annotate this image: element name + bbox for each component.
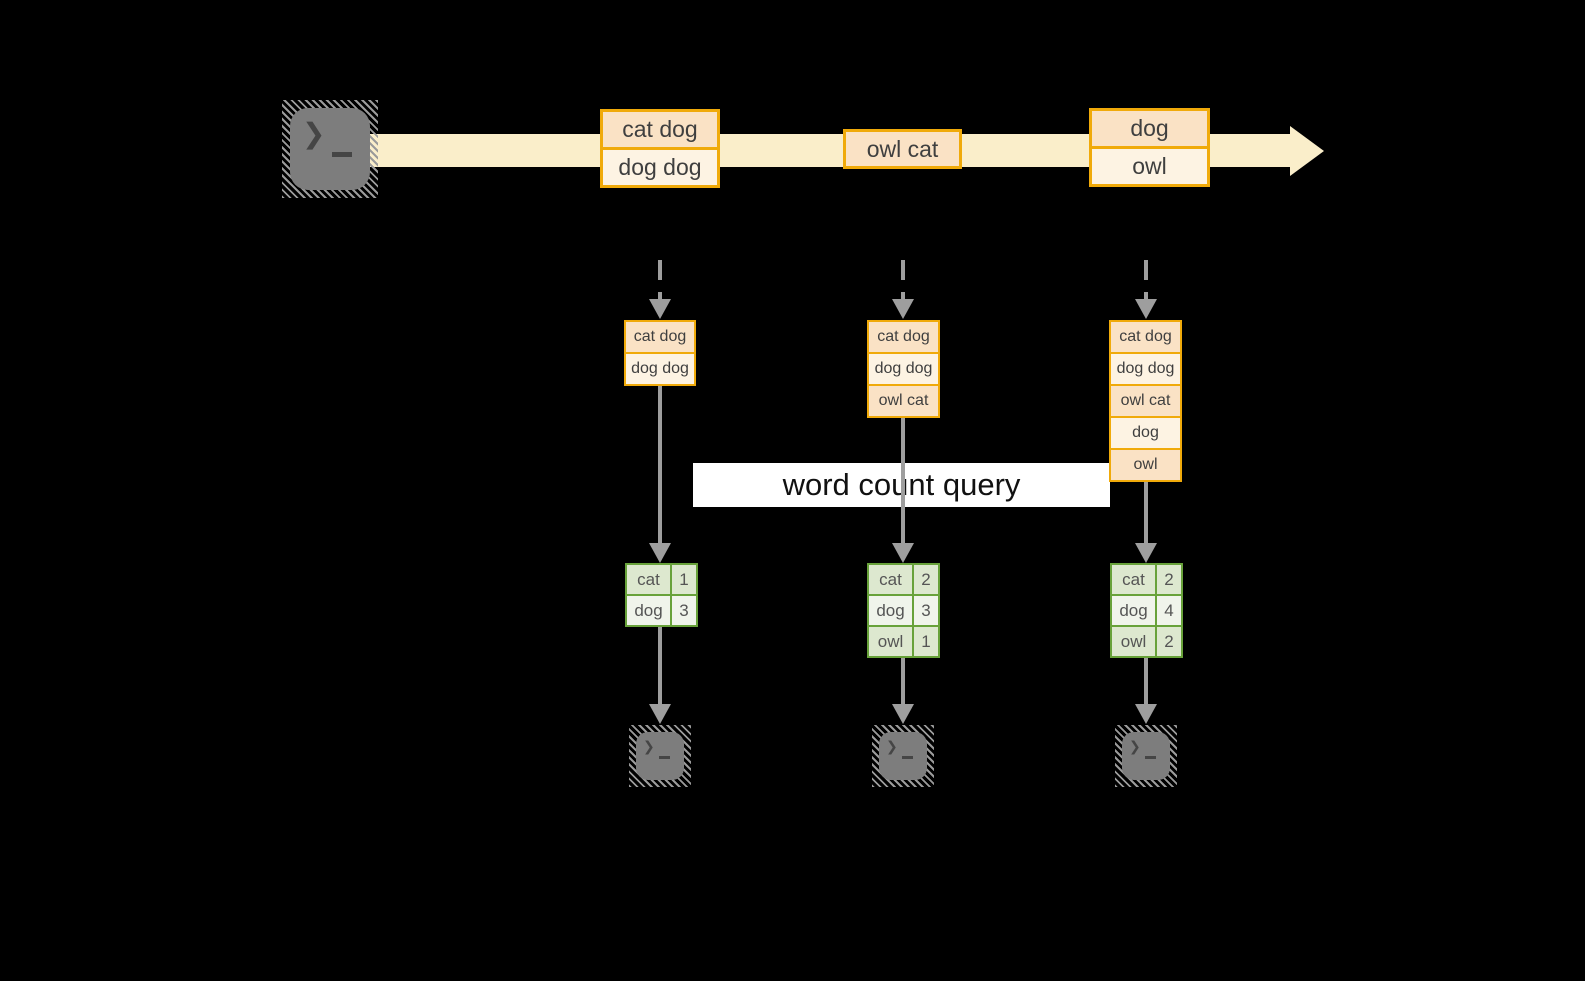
terminal-prompt-icon: ❯ [302,118,326,149]
count-cell: 3 [914,596,938,625]
terminal-prompt-icon: ❯ [1129,738,1141,754]
stream-event-line: cat dog [603,112,717,147]
dashed-arrow-line [658,260,662,300]
buffer-row: dog dog [626,352,694,384]
connector-line [658,627,662,705]
word-cell: owl [1112,627,1155,656]
terminal-cursor-icon [902,756,913,759]
terminal-icon: ❯ [1122,732,1170,780]
buffer-row: cat dog [626,322,694,352]
stream-event-line: owl [1092,146,1207,184]
connector-arrowhead-icon [1135,543,1157,563]
word-cell: owl [869,627,912,656]
buffer-stack: cat dog dog dog [624,320,696,386]
terminal-prompt-icon: ❯ [643,738,655,754]
connector-arrowhead-icon [892,704,914,724]
word-cell: dog [1112,596,1155,625]
stream-arrowhead-icon [1290,126,1324,176]
terminal-cursor-icon [332,152,352,157]
count-cell: 4 [1157,596,1181,625]
buffer-row: owl [1111,448,1180,480]
connector-arrowhead-icon [649,543,671,563]
connector-line [1144,658,1148,705]
count-cell: 2 [914,565,938,594]
dashed-arrowhead-icon [649,299,671,319]
connector-arrowhead-icon [892,543,914,563]
buffer-row: owl cat [1111,384,1180,416]
stream-event-line: owl cat [846,132,959,166]
count-table: cat 2 dog 3 owl 1 [867,563,940,658]
connector-line [901,418,905,544]
word-cell: cat [1112,565,1155,594]
terminal-icon: ❯ [290,108,370,190]
word-cell: cat [627,565,670,594]
stream-event-box: owl cat [843,129,962,169]
stream-event-line: dog [1092,111,1207,146]
dashed-arrowhead-icon [892,299,914,319]
count-table: cat 2 dog 4 owl 2 [1110,563,1183,658]
terminal-prompt-icon: ❯ [886,738,898,754]
stream-event-line: dog dog [603,147,717,185]
dashed-arrow-line [901,260,905,300]
buffer-row: dog [1111,416,1180,448]
buffer-row: owl cat [869,384,938,416]
count-cell: 3 [672,596,696,625]
terminal-cursor-icon [1145,756,1156,759]
buffer-row: dog dog [869,352,938,384]
stream-event-box: cat dog dog dog [600,109,720,188]
count-cell: 1 [672,565,696,594]
buffer-row: dog dog [1111,352,1180,384]
source-terminal: ❯ [282,100,378,198]
count-cell: 2 [1157,627,1181,656]
count-cell: 1 [914,627,938,656]
connector-arrowhead-icon [1135,704,1157,724]
buffer-row: cat dog [869,322,938,352]
terminal-icon: ❯ [879,732,927,780]
connector-line [658,386,662,544]
word-cell: dog [627,596,670,625]
stream-event-box: dog owl [1089,108,1210,187]
terminal-icon: ❯ [636,732,684,780]
sink-terminal: ❯ [629,725,691,787]
buffer-stack: cat dog dog dog owl cat dog owl [1109,320,1182,482]
dashed-arrowhead-icon [1135,299,1157,319]
dashed-arrow-line [1144,260,1148,300]
buffer-stack: cat dog dog dog owl cat [867,320,940,418]
connector-line [901,658,905,705]
connector-line [1144,482,1148,544]
sink-terminal: ❯ [1115,725,1177,787]
connector-arrowhead-icon [649,704,671,724]
sink-terminal: ❯ [872,725,934,787]
terminal-cursor-icon [659,756,670,759]
word-cell: dog [869,596,912,625]
word-cell: cat [869,565,912,594]
count-cell: 2 [1157,565,1181,594]
buffer-row: cat dog [1111,322,1180,352]
count-table: cat 1 dog 3 [625,563,698,627]
